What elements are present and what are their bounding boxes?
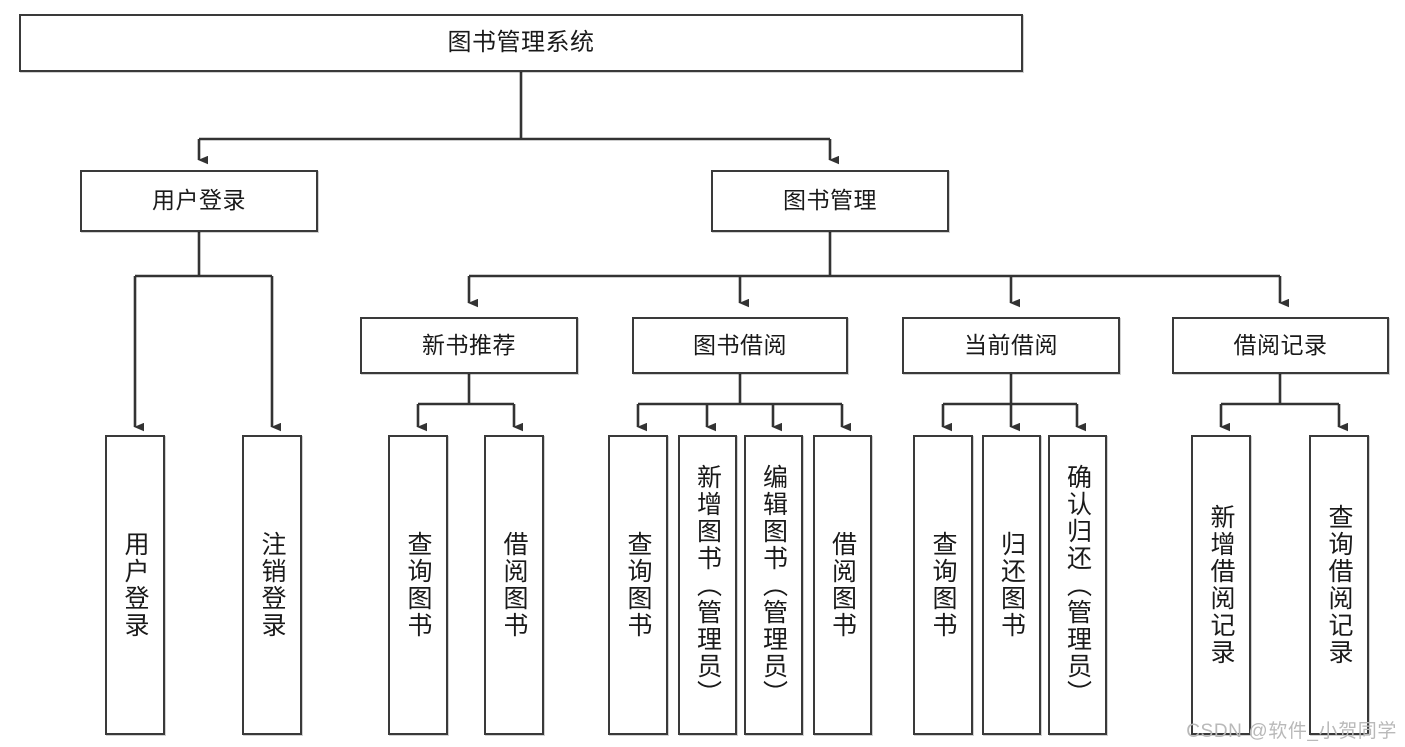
node-label: 借阅图书: [828, 531, 857, 639]
leaf-confirm-return[interactable]: 确认归还（管理员）: [1048, 435, 1107, 735]
node-current-borrow[interactable]: 当前借阅: [902, 317, 1120, 374]
leaf-return-book[interactable]: 归还图书: [982, 435, 1041, 735]
leaf-add-record[interactable]: 新增借阅记录: [1191, 435, 1251, 735]
node-label: 确认归还（管理员）: [1063, 463, 1092, 707]
node-label: 新增图书（管理员）: [693, 463, 722, 707]
node-label: 借阅图书: [500, 531, 528, 639]
leaf-query-book-2[interactable]: 查询图书: [608, 435, 668, 735]
node-book-manage[interactable]: 图书管理: [711, 170, 949, 232]
node-label: 编辑图书（管理员）: [759, 463, 788, 707]
leaf-user-logout[interactable]: 注销登录: [242, 435, 302, 735]
node-user-login[interactable]: 用户登录: [80, 170, 318, 232]
node-label: 图书借阅: [693, 331, 787, 358]
node-label: 用户登录: [152, 187, 246, 214]
watermark: CSDN @软件_小贺同学: [1186, 721, 1397, 742]
leaf-user-login[interactable]: 用户登录: [105, 435, 165, 735]
leaf-borrow-book-1[interactable]: 借阅图书: [484, 435, 544, 735]
node-label: 用户登录: [121, 531, 149, 639]
leaf-query-book-1[interactable]: 查询图书: [388, 435, 448, 735]
node-root-book-management-system[interactable]: 图书管理系统: [19, 14, 1023, 72]
leaf-query-book-3[interactable]: 查询图书: [913, 435, 973, 735]
node-label: 新书推荐: [422, 331, 516, 358]
node-book-borrow[interactable]: 图书借阅: [632, 317, 848, 374]
node-label: 新增借阅记录: [1207, 504, 1235, 666]
node-label: 图书管理: [783, 187, 877, 214]
node-label: 图书管理系统: [447, 28, 595, 56]
node-label: 借阅记录: [1233, 331, 1328, 358]
leaf-query-record[interactable]: 查询借阅记录: [1309, 435, 1369, 735]
node-label: 查询借阅记录: [1325, 504, 1353, 666]
leaf-borrow-book-2[interactable]: 借阅图书: [813, 435, 872, 735]
node-label: 查询图书: [929, 531, 957, 639]
node-label: 注销登录: [258, 531, 286, 639]
node-label: 查询图书: [624, 531, 652, 639]
node-label: 查询图书: [404, 531, 432, 639]
node-borrow-record[interactable]: 借阅记录: [1172, 317, 1389, 374]
node-label: 归还图书: [997, 531, 1026, 639]
node-label: 当前借阅: [964, 331, 1058, 358]
leaf-edit-book[interactable]: 编辑图书（管理员）: [744, 435, 803, 735]
node-new-book-rec[interactable]: 新书推荐: [360, 317, 578, 374]
leaf-add-book[interactable]: 新增图书（管理员）: [678, 435, 737, 735]
